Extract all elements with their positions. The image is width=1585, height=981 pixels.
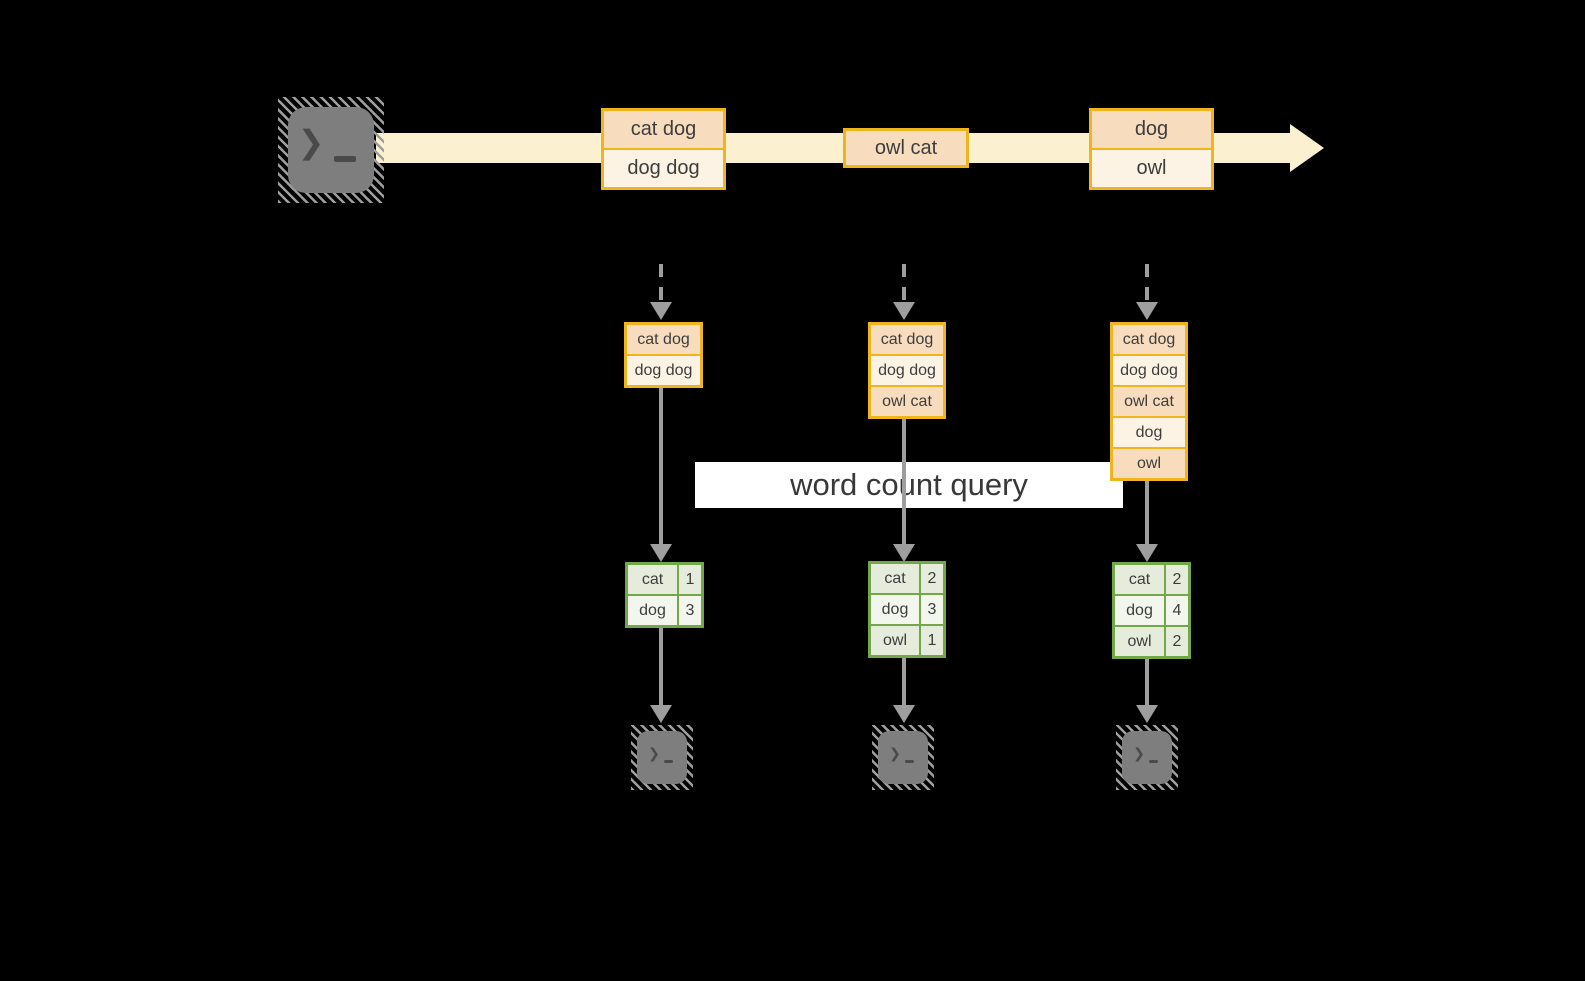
- count-cell: 1: [677, 565, 701, 594]
- terminal-prompt-icon: ❯: [889, 745, 901, 761]
- buffer-row: owl cat: [871, 385, 943, 416]
- output-flow-line-2: [902, 658, 906, 705]
- word-cell: owl: [1115, 627, 1164, 656]
- count-table-3: cat 2 dog 4 owl 2: [1112, 562, 1191, 659]
- stream-arrowhead-icon: [1290, 124, 1324, 172]
- terminal-prompt-icon: ❯: [1133, 745, 1145, 761]
- count-cell: 2: [1164, 627, 1188, 656]
- count-row: dog 4: [1115, 594, 1188, 625]
- ingest-arrowhead-icon-1: [650, 302, 672, 320]
- output-terminal-icon-3: ❯: [1116, 725, 1178, 790]
- terminal-screen: ❯: [878, 731, 928, 784]
- output-terminal-icon-1: ❯: [631, 725, 693, 790]
- query-flow-line-2: [902, 417, 906, 544]
- count-row: dog 3: [628, 594, 701, 625]
- word-cell: cat: [871, 564, 919, 593]
- source-terminal-icon: ❯: [278, 97, 384, 203]
- buffer-stack-1: cat dog dog dog: [624, 322, 703, 388]
- message-row: dog: [1092, 111, 1211, 148]
- message-row: owl cat: [846, 131, 966, 165]
- word-cell: dog: [628, 596, 677, 625]
- stream-message-1: cat dog dog dog: [601, 108, 726, 190]
- ingest-arrowhead-icon-2: [893, 302, 915, 320]
- stream-message-3: dog owl: [1089, 108, 1214, 190]
- word-cell: owl: [871, 626, 919, 655]
- count-row: cat 2: [871, 564, 943, 593]
- buffer-row: cat dog: [871, 325, 943, 354]
- output-arrowhead-icon-2: [893, 705, 915, 723]
- query-arrowhead-icon-2: [893, 544, 915, 562]
- query-label: word count query: [695, 462, 1123, 508]
- query-arrowhead-icon-3: [1136, 544, 1158, 562]
- buffer-row: owl: [1113, 447, 1185, 478]
- count-cell: 3: [677, 596, 701, 625]
- count-row: cat 1: [628, 565, 701, 594]
- terminal-cursor-icon: [663, 760, 673, 763]
- buffer-stack-2: cat dog dog dog owl cat: [868, 322, 946, 419]
- buffer-row: dog dog: [627, 354, 700, 385]
- terminal-cursor-icon: [904, 760, 914, 763]
- ingest-dashed-line-1: [659, 264, 663, 302]
- count-cell: 3: [919, 595, 943, 624]
- stream-message-2: owl cat: [843, 128, 969, 168]
- count-table-1: cat 1 dog 3: [625, 562, 704, 628]
- count-row: owl 1: [871, 624, 943, 655]
- query-arrowhead-icon-1: [650, 544, 672, 562]
- buffer-stack-3: cat dog dog dog owl cat dog owl: [1110, 322, 1188, 481]
- word-cell: cat: [628, 565, 677, 594]
- count-cell: 4: [1164, 596, 1188, 625]
- terminal-cursor-icon: [1148, 760, 1158, 763]
- query-flow-line-1: [659, 388, 663, 544]
- count-row: dog 3: [871, 593, 943, 624]
- word-cell: dog: [1115, 596, 1164, 625]
- output-terminal-icon-2: ❯: [872, 725, 934, 790]
- terminal-screen: ❯: [288, 107, 374, 193]
- terminal-prompt-icon: ❯: [297, 124, 325, 160]
- terminal-screen: ❯: [637, 731, 687, 784]
- terminal-cursor-icon: [334, 156, 357, 162]
- ingest-dashed-line-3: [1145, 264, 1149, 302]
- output-flow-line-3: [1145, 659, 1149, 705]
- message-row: owl: [1092, 148, 1211, 187]
- output-arrowhead-icon-3: [1136, 705, 1158, 723]
- terminal-prompt-icon: ❯: [648, 745, 660, 761]
- buffer-row: owl cat: [1113, 385, 1185, 416]
- message-row: dog dog: [604, 148, 723, 187]
- count-cell: 1: [919, 626, 943, 655]
- query-label-text: word count query: [790, 467, 1028, 502]
- count-row: owl 2: [1115, 625, 1188, 656]
- word-cell: dog: [871, 595, 919, 624]
- count-table-2: cat 2 dog 3 owl 1: [868, 561, 946, 658]
- ingest-arrowhead-icon-3: [1136, 302, 1158, 320]
- count-cell: 2: [919, 564, 943, 593]
- query-flow-line-3: [1145, 481, 1149, 544]
- count-row: cat 2: [1115, 565, 1188, 594]
- buffer-row: cat dog: [1113, 325, 1185, 354]
- buffer-row: dog dog: [1113, 354, 1185, 385]
- word-cell: cat: [1115, 565, 1164, 594]
- output-arrowhead-icon-1: [650, 705, 672, 723]
- message-row: cat dog: [604, 111, 723, 148]
- buffer-row: dog: [1113, 416, 1185, 447]
- terminal-screen: ❯: [1122, 731, 1172, 784]
- buffer-row: cat dog: [627, 325, 700, 354]
- output-flow-line-1: [659, 628, 663, 705]
- buffer-row: dog dog: [871, 354, 943, 385]
- count-cell: 2: [1164, 565, 1188, 594]
- ingest-dashed-line-2: [902, 264, 906, 302]
